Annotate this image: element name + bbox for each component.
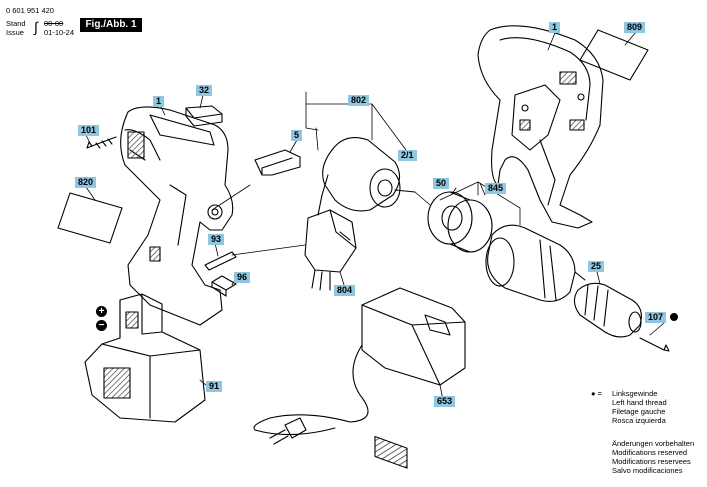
legend-line-3: Filetage gauche bbox=[612, 407, 666, 416]
legend-line-4: Rosca izquierda bbox=[612, 416, 666, 425]
bracket-glyph: ∫ bbox=[34, 19, 38, 35]
screw-107 bbox=[639, 337, 670, 352]
battery-plus-terminal: + bbox=[96, 306, 107, 317]
legend-line-2: Left hand thread bbox=[612, 398, 667, 407]
motor-802 bbox=[317, 137, 416, 216]
power-cord bbox=[253, 344, 369, 436]
part-50 bbox=[427, 191, 493, 253]
label-card-820 bbox=[57, 192, 123, 244]
power-plug bbox=[269, 417, 307, 445]
callout-1-right: 1 bbox=[549, 22, 561, 33]
chuck-25 bbox=[573, 282, 642, 338]
label-card-809 bbox=[579, 29, 649, 81]
housing-half-right bbox=[477, 25, 604, 229]
part-32 bbox=[185, 105, 223, 127]
callout-820: 820 bbox=[75, 177, 97, 188]
leader-lines bbox=[85, 31, 665, 401]
callout-809: 809 bbox=[624, 22, 646, 33]
callout-2-1: 2/1 bbox=[398, 150, 417, 161]
switch-804 bbox=[304, 209, 357, 291]
callout-25: 25 bbox=[588, 261, 605, 272]
stand-value: 00-00 bbox=[44, 19, 64, 28]
legend-symbol: ● = bbox=[591, 389, 602, 398]
charger-653 bbox=[361, 287, 466, 469]
notice-line-2: Modifications reserved bbox=[612, 448, 688, 457]
left-thread-dot bbox=[670, 313, 678, 321]
callout-653: 653 bbox=[434, 396, 456, 407]
legend-line-1: Linksgewinde bbox=[612, 389, 658, 398]
callout-101: 101 bbox=[78, 125, 100, 136]
notice-line-4: Salvo modificaciones bbox=[612, 466, 683, 475]
housing-half-left bbox=[120, 106, 234, 326]
issue-value: 01-10-24 bbox=[44, 28, 75, 37]
part-93 bbox=[204, 251, 237, 271]
issue-label: Issue bbox=[6, 28, 24, 37]
battery-91 bbox=[84, 293, 206, 423]
screw-101 bbox=[86, 136, 117, 149]
notice-line-1: Änderungen vorbehalten bbox=[612, 439, 695, 448]
gearbox-845 bbox=[485, 224, 586, 302]
figure-label: Fig./Abb. 1 bbox=[80, 18, 142, 32]
callout-32: 32 bbox=[196, 85, 213, 96]
callout-802: 802 bbox=[348, 95, 370, 106]
callout-93: 93 bbox=[208, 234, 225, 245]
stand-label: Stand bbox=[6, 19, 26, 28]
callout-804: 804 bbox=[334, 285, 356, 296]
battery-minus-terminal: − bbox=[96, 320, 107, 331]
callout-5: 5 bbox=[291, 130, 303, 141]
callout-1-left: 1 bbox=[153, 96, 165, 107]
part-96 bbox=[211, 275, 237, 297]
callout-845: 845 bbox=[485, 183, 507, 194]
callout-50: 50 bbox=[433, 178, 450, 189]
part-number: 0 601 951 420 bbox=[6, 6, 54, 15]
notice-line-3: Modifications reservees bbox=[612, 457, 691, 466]
callout-107: 107 bbox=[645, 312, 667, 323]
callout-96: 96 bbox=[234, 272, 251, 283]
callout-91: 91 bbox=[206, 381, 223, 392]
